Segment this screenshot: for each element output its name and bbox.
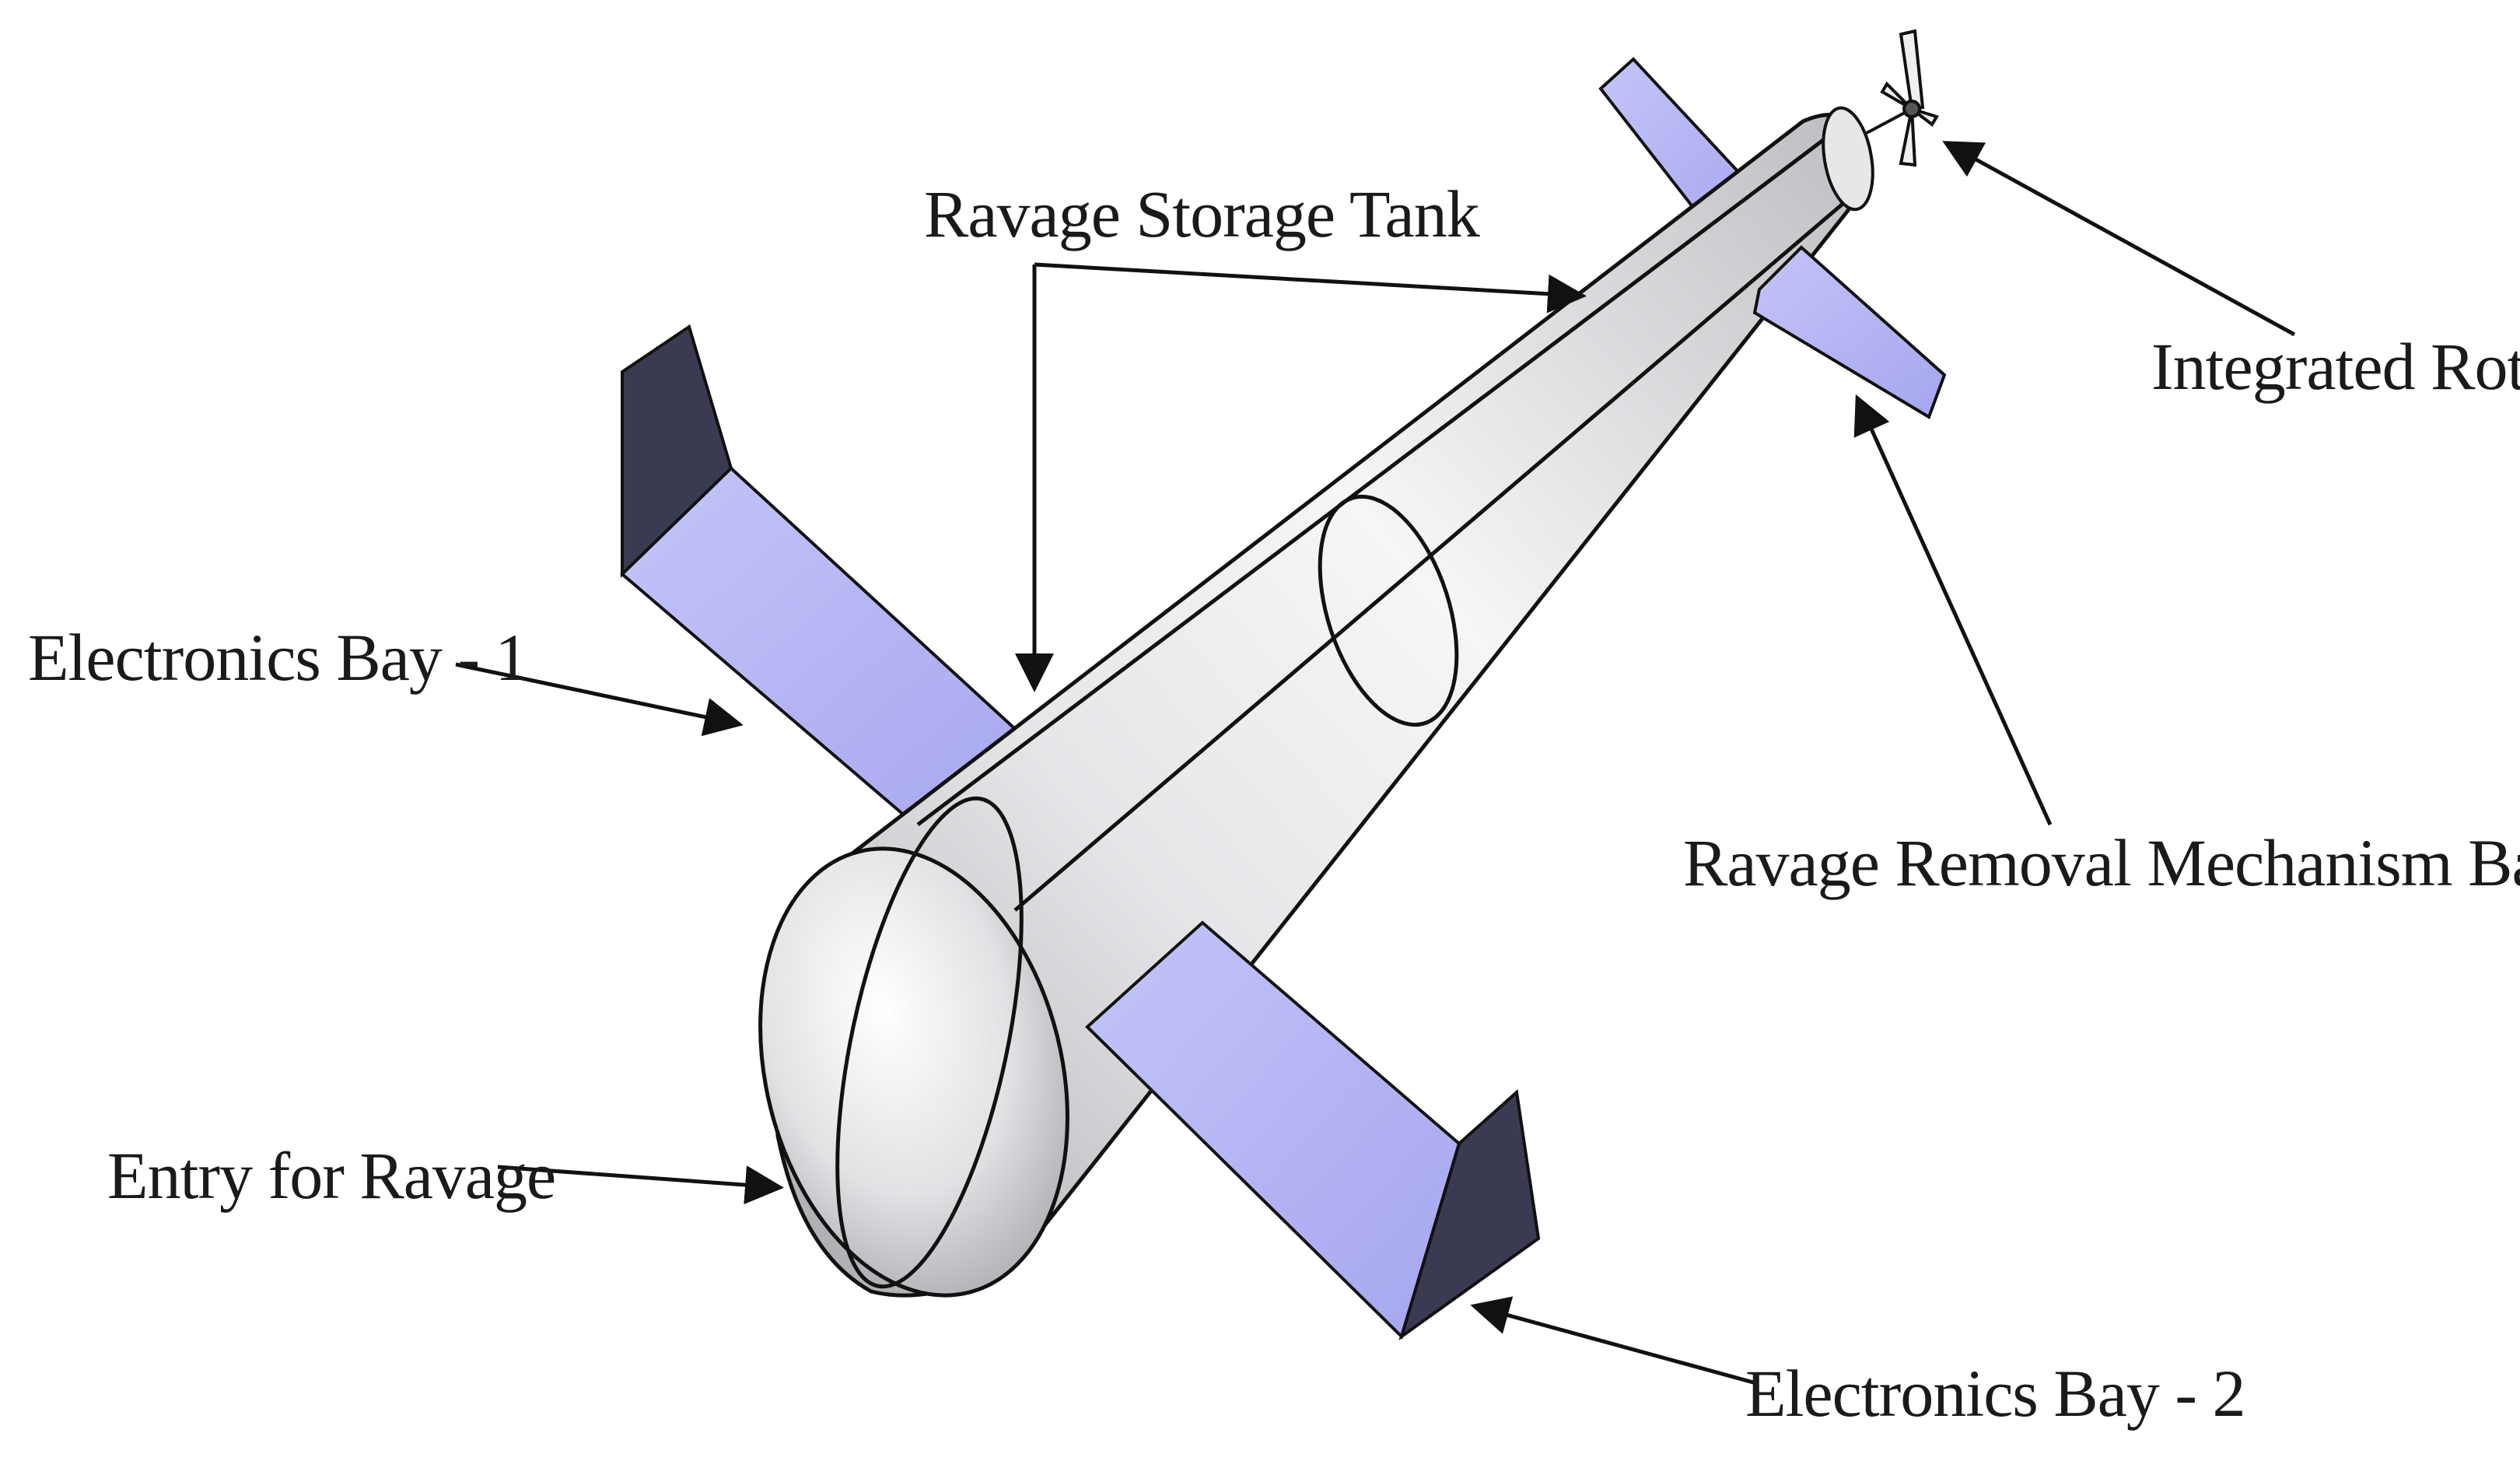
label-bay2: Electronics Bay - 2: [1745, 1356, 2245, 1431]
wing-right-endplate: [1398, 1089, 1541, 1341]
fuselage: [758, 106, 1874, 1298]
label-storage-tank: Ravage Storage Tank: [924, 177, 1480, 251]
arrow-entry: [497, 1165, 784, 1205]
callout-arrows: [455, 141, 2296, 1386]
wing-right: [1085, 920, 1541, 1341]
tail-ring: [1822, 106, 1874, 212]
arrow-storage-tank-right: [1034, 262, 1587, 314]
label-removal: Ravage Removal Mechanism Bay: [1683, 825, 2520, 900]
arrow-bay2: [1470, 1296, 1757, 1386]
label-rotor: Integrated Rotor: [2151, 329, 2520, 404]
spine-line-mid: [1013, 185, 1864, 912]
label-bay1: Electronics Bay - 1: [28, 620, 528, 695]
arrow-bay1: [455, 662, 744, 737]
spine-line-top: [916, 129, 1837, 826]
tail-fin-lower: [1752, 245, 1947, 419]
arrow-rotor: [1942, 141, 2296, 337]
wing-right-face: [1085, 920, 1461, 1340]
labels: Ravage Storage Tank Integrated Rotor Ele…: [28, 177, 2520, 1431]
nose-ring: [835, 796, 1024, 1289]
label-entry: Entry for Ravage: [107, 1138, 555, 1213]
wing-left: [620, 324, 1055, 843]
mid-section-ring: [1318, 494, 1459, 727]
arrow-removal: [1853, 394, 2053, 826]
rotor: [1864, 29, 1940, 167]
